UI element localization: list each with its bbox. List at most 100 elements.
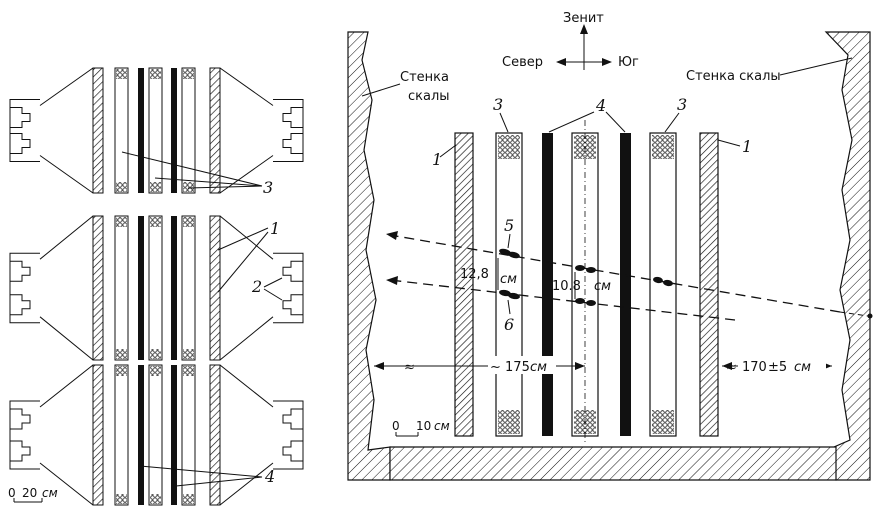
label-3-right: 3 (677, 95, 687, 114)
wall-panel-1-left (454, 132, 474, 437)
left-chamber-b-1-top-fill (150, 69, 161, 79)
left-label-2-text: 2 (251, 277, 262, 296)
spark-hits (499, 248, 673, 306)
right-scale-value: 10 (416, 419, 431, 433)
label-5: 5 (504, 216, 514, 235)
left-pmt-west-1 (9, 99, 40, 162)
measure-left: 12,8 см (460, 258, 517, 290)
left-chamber-a-3-bottom-fill (116, 494, 127, 504)
left-cone-west-3 (39, 364, 94, 506)
south-label: Юг (618, 55, 639, 70)
left-cone-west-1 (39, 67, 94, 194)
left-cone-west-2 (39, 215, 94, 361)
left-plate-east-1 (209, 67, 221, 194)
left-pmt-west-2 (9, 252, 40, 324)
measure-left-value: 12,8 (460, 267, 489, 282)
distance-left: ≈ ~ 175 см (374, 356, 585, 375)
left-label-3: 3 (121, 151, 273, 197)
left-chamber-a-2-top-fill (116, 217, 127, 227)
left-chamber-c-3-bottom-fill (183, 494, 194, 504)
compass: Зенит Север Юг (502, 11, 639, 70)
left-chamber-a-2-bottom-fill (116, 349, 127, 359)
left-chamber-c-2-bottom-fill (183, 349, 194, 359)
left-label-1-text: 1 (270, 219, 280, 238)
left-label-4-text: 4 (264, 467, 275, 486)
absorber-4-right (620, 133, 631, 436)
left-absorber-b-2 (171, 216, 177, 360)
left-plate-east-3 (209, 364, 221, 506)
wall-right-label: Стенка скалы (686, 69, 781, 84)
left-pmt-west-3 (9, 400, 40, 470)
left-scale-value: 20 (22, 486, 37, 500)
label-1-right: 1 (742, 137, 752, 156)
distance-right: ≈ 170 ±5 см (722, 356, 832, 375)
left-absorber-a-3 (138, 365, 144, 505)
left-absorber-a-2 (138, 216, 144, 360)
left-chamber-b-3 (148, 364, 163, 506)
left-chamber-a-3 (114, 364, 129, 506)
left-absorber-a-1 (138, 68, 144, 193)
left-chamber-c-1 (181, 67, 196, 194)
right-scale-unit: см (434, 419, 450, 433)
right-scale-bar: 0 10 см (392, 419, 450, 437)
left-scale-zero: 0 (8, 486, 16, 500)
left-chamber-b-3-bottom-fill (150, 494, 161, 504)
left-chamber-c-1-bottom-fill (183, 182, 194, 192)
track-upper (389, 234, 841, 313)
left-chamber-b-2-bottom-fill (150, 349, 161, 359)
left-chamber-a-2 (114, 215, 129, 361)
label-6: 6 (504, 315, 514, 334)
left-chamber-b-2-top-fill (150, 217, 161, 227)
zenith-arrow-icon (580, 24, 588, 34)
measure-center: 10.8 см (552, 272, 611, 299)
left-plate-west-1 (92, 67, 104, 194)
label-4: 4 (595, 96, 606, 115)
left-cone-east-3 (219, 364, 274, 506)
north-label: Север (502, 55, 543, 70)
track-lower (389, 279, 736, 321)
left-chamber-c-1-top-fill (183, 69, 194, 79)
left-plate-west-3 (92, 364, 104, 506)
distance-right-pm: ±5 (768, 360, 787, 375)
left-absorber-b-3 (171, 365, 177, 505)
left-chamber-a-1-bottom-fill (116, 182, 127, 192)
left-plate-east-2 (209, 215, 221, 361)
left-chamber-b-1-bottom-fill (150, 182, 161, 192)
left-chamber-b-2 (148, 215, 163, 361)
break-mark-right: ≈ (726, 360, 737, 375)
wall-panel-1-right (699, 132, 719, 437)
measure-center-value: 10.8 (552, 279, 581, 294)
left-absorber-b-1 (171, 68, 177, 193)
wall-left-label-line2: скалы (408, 89, 450, 104)
left-scale-unit: см (42, 486, 58, 500)
wall-left-label-line1: Стенка (400, 70, 449, 85)
measure-center-unit: см (594, 279, 611, 294)
left-panel: 1 2 3 4 0 20 см (8, 67, 304, 506)
rock-wall-left (347, 31, 391, 481)
left-label-3-text: 3 (263, 178, 273, 197)
left-chamber-a-1-top-fill (116, 69, 127, 79)
left-chamber-b-1 (148, 67, 163, 194)
distance-right-unit: см (794, 360, 811, 375)
right-panel: Стенка скалы Стенка скалы Зенит Север Юг (347, 11, 873, 481)
break-mark-left: ≈ (404, 360, 415, 375)
measure-left-unit: см (500, 272, 517, 287)
south-arrow-icon (602, 58, 612, 66)
right-scale-zero: 0 (392, 419, 400, 433)
left-pmt-east-3 (273, 400, 304, 470)
left-label-4: 4 (139, 465, 275, 487)
rock-floor (389, 446, 837, 481)
left-chamber-a-3-top-fill (116, 366, 127, 376)
zenith-label: Зенит (563, 11, 604, 26)
left-cone-east-1 (219, 67, 274, 194)
distance-left-unit: см (530, 360, 547, 375)
label-1-left: 1 (432, 150, 442, 169)
left-plate-west-2 (92, 215, 104, 361)
left-pmt-east-1 (273, 99, 304, 162)
left-chamber-b-3-top-fill (150, 366, 161, 376)
rock-wall-right (824, 31, 871, 481)
track-lower-arrow-icon (386, 276, 398, 285)
left-pmt-east-2 (273, 252, 304, 324)
left-scale-bar: 0 20 см (8, 486, 58, 503)
